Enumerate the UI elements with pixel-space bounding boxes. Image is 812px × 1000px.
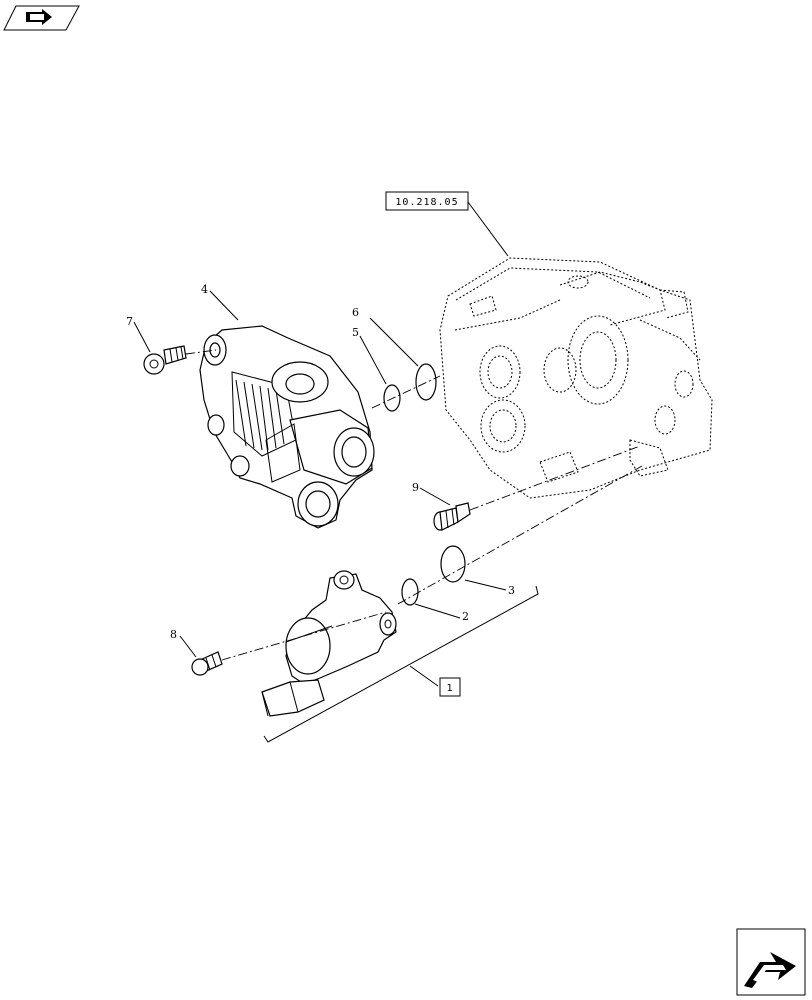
o-ring-part-6[interactable] [415,363,437,401]
metering-valve-assembly[interactable] [261,570,397,717]
callout-7: 7 [126,315,133,328]
o-ring-part-3[interactable] [440,545,466,583]
arrow-folder-icon[interactable] [3,5,80,31]
o-ring-part-5[interactable] [383,384,401,412]
pump-cover-part-4[interactable] [199,325,375,529]
assembly-reference-box[interactable]: 10.218.05 [385,191,469,211]
callout-4: 4 [201,283,208,296]
assembly-reference-label: 10.218.05 [395,197,458,208]
o-ring-part-2[interactable] [401,578,419,606]
next-page-arrow-icon[interactable] [736,928,806,996]
screw-part-7[interactable] [143,345,187,375]
callout-5: 5 [352,326,359,339]
callout-3: 3 [508,584,515,597]
callout-8: 8 [170,628,177,641]
callout-9: 9 [412,481,419,494]
screw-part-8[interactable] [191,651,223,676]
callout-6: 6 [352,306,359,319]
pump-housing-outline [439,257,713,499]
fitting-part-9[interactable] [433,502,471,531]
kit-reference-label: 1 [446,683,453,694]
callout-2: 2 [462,610,469,623]
kit-reference-box[interactable]: 1 [439,677,461,697]
